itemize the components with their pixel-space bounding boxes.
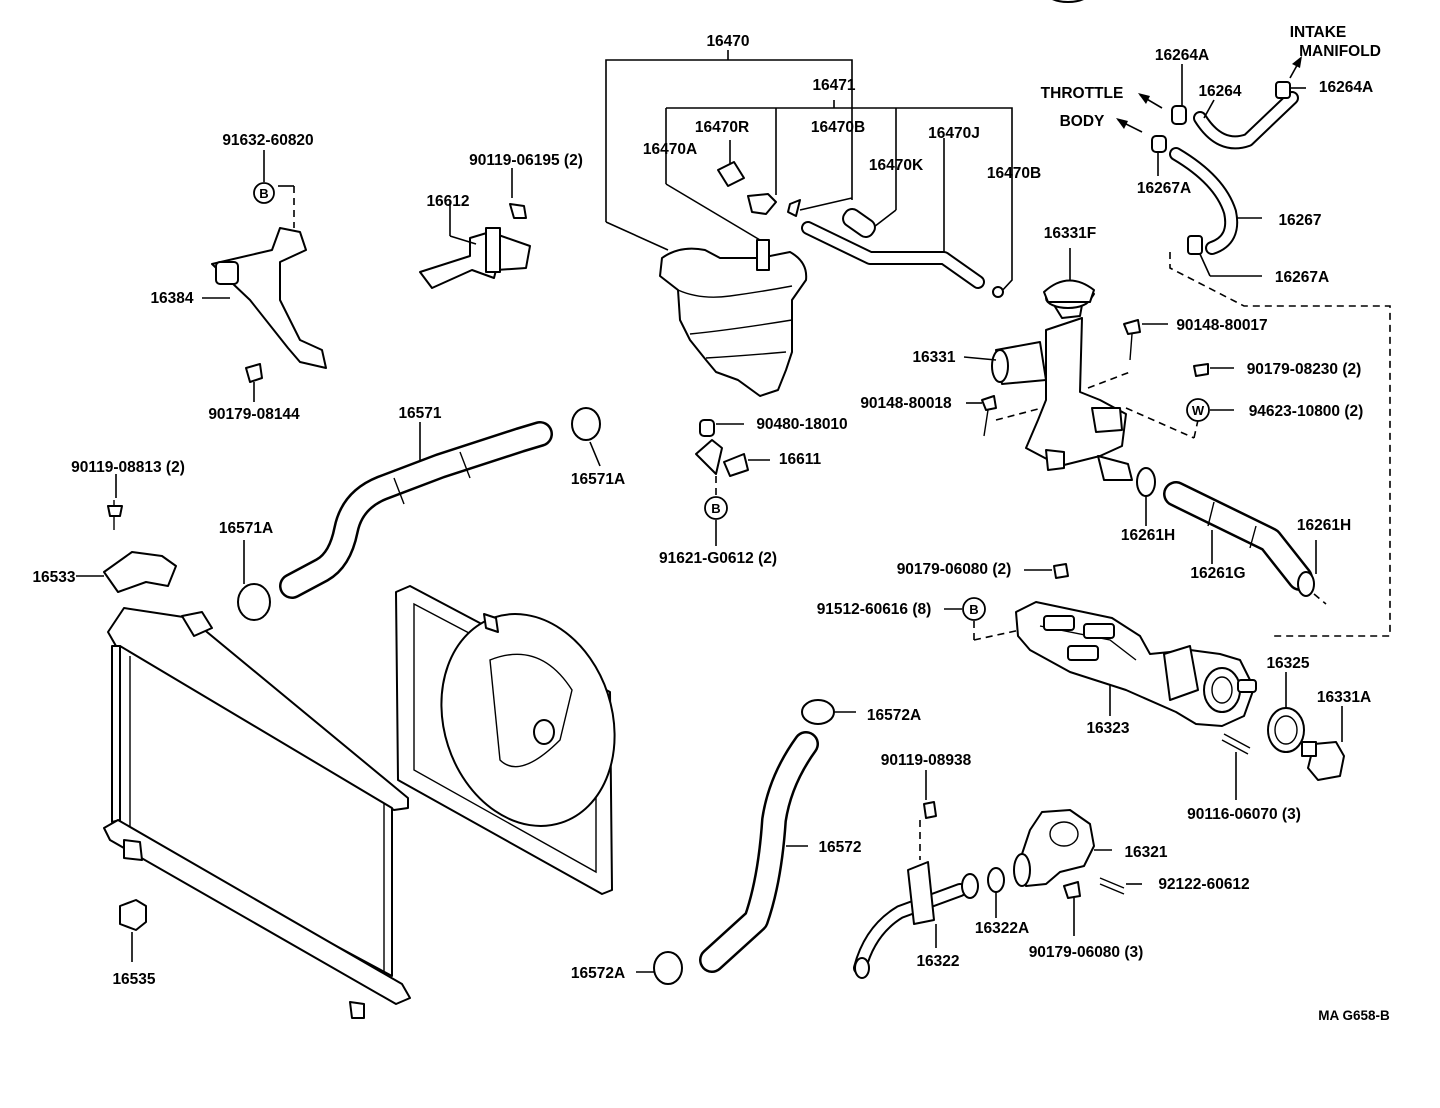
reservoir-group — [605, 50, 1013, 397]
label-16470B-2: 16470B — [987, 165, 1041, 182]
radiator — [103, 607, 411, 1019]
label-16572A-2: 16572A — [571, 965, 625, 982]
label-90179-08144: 90179-08144 — [208, 406, 300, 423]
label-16267: 16267 — [1278, 212, 1321, 229]
label-90179-08230: 90179-08230 (2) — [1247, 361, 1362, 378]
label-16612: 16612 — [426, 193, 469, 210]
label-90119-06195: 90119-06195 (2) — [469, 152, 583, 169]
bolt-mark-16611: B — [711, 501, 720, 516]
label-16322: 16322 — [916, 953, 959, 970]
label-90148-80017: 90148-80017 — [1176, 317, 1267, 334]
drawing-code: MA G658-B — [1318, 1008, 1390, 1023]
label-90119-08938: 90119-08938 — [881, 752, 972, 769]
throttle-body-hoses — [1116, 56, 1306, 277]
label-16611: 16611 — [779, 451, 822, 468]
label-16322A: 16322A — [975, 920, 1029, 937]
label-90179-06080-2: 90179-06080 (2) — [897, 561, 1012, 578]
label-91632-60820: 91632-60820 — [222, 132, 313, 149]
label-16325: 16325 — [1266, 655, 1309, 672]
label-16267A-1: 16267A — [1137, 180, 1191, 197]
clamp-16611 — [695, 419, 770, 546]
label-body: BODY — [1060, 113, 1105, 130]
label-16384: 16384 — [150, 290, 193, 307]
label-16470K: 16470K — [869, 157, 924, 174]
label-16323: 16323 — [1086, 720, 1129, 737]
label-16261G: 16261G — [1190, 565, 1245, 582]
label-16571A-1: 16571A — [571, 471, 625, 488]
label-90480-18010: 90480-18010 — [756, 416, 847, 433]
label-16331F: 16331F — [1044, 225, 1097, 242]
label-intake: INTAKE — [1290, 24, 1347, 41]
label-16572A-1: 16572A — [867, 707, 921, 724]
label-16470A: 16470A — [643, 141, 697, 158]
label-16572: 16572 — [818, 839, 861, 856]
bolt-mark-16323: B — [969, 602, 978, 617]
bracket-16612 — [419, 168, 531, 289]
fan-shroud — [395, 585, 616, 895]
label-16331: 16331 — [912, 349, 955, 366]
bracket-16384 — [202, 150, 327, 402]
bracket-16533 — [76, 474, 177, 593]
label-16264: 16264 — [1198, 83, 1241, 100]
label-16571: 16571 — [398, 405, 441, 422]
label-manifold: MANIFOLD — [1299, 43, 1381, 60]
label-16261H-2: 16261H — [1297, 517, 1351, 534]
label-91512-60616: 91512-60616 (8) — [817, 601, 932, 618]
label-90116-06070: 90116-06070 (3) — [1187, 806, 1301, 823]
part-labels: 16470 16471 16470R 16470B 16470J 16470A … — [32, 24, 1390, 1023]
label-90179-06080-3: 90179-06080 (3) — [1029, 944, 1144, 961]
label-94623-10800: 94623-10800 (2) — [1249, 403, 1364, 420]
label-16470J: 16470J — [928, 125, 980, 142]
label-16535: 16535 — [112, 971, 155, 988]
label-throttle: THROTTLE — [1041, 85, 1124, 102]
upper-radiator-hose — [237, 407, 601, 621]
radiator-cap — [1043, 279, 1095, 303]
label-92122-60612: 92122-60612 — [1158, 876, 1249, 893]
label-16470: 16470 — [706, 33, 749, 50]
label-16571A-2: 16571A — [219, 520, 273, 537]
label-91621-G0612: 91621-G0612 (2) — [659, 550, 777, 567]
label-16470B-1: 16470B — [811, 119, 865, 136]
label-16267A-2: 16267A — [1275, 269, 1329, 286]
bolt-mark-16384: B — [259, 186, 268, 201]
lower-radiator-hose — [636, 699, 856, 985]
water-inlet-housing — [944, 563, 1345, 800]
water-inlet-pipe — [853, 770, 1142, 979]
label-16471: 16471 — [812, 77, 855, 94]
label-16264A-2: 16264A — [1319, 79, 1373, 96]
label-16470R: 16470R — [695, 119, 749, 136]
label-16321: 16321 — [1124, 844, 1167, 861]
routing-dashes — [1169, 252, 1391, 637]
washer-mark: W — [1192, 403, 1205, 418]
bypass-hose — [1136, 467, 1327, 605]
label-16331A: 16331A — [1317, 689, 1371, 706]
label-16264A-1: 16264A — [1155, 47, 1209, 64]
label-16261H-1: 16261H — [1121, 527, 1175, 544]
label-90119-08813: 90119-08813 (2) — [71, 459, 185, 476]
label-16533: 16533 — [32, 569, 75, 586]
label-90148-80018: 90148-80018 — [860, 395, 952, 412]
